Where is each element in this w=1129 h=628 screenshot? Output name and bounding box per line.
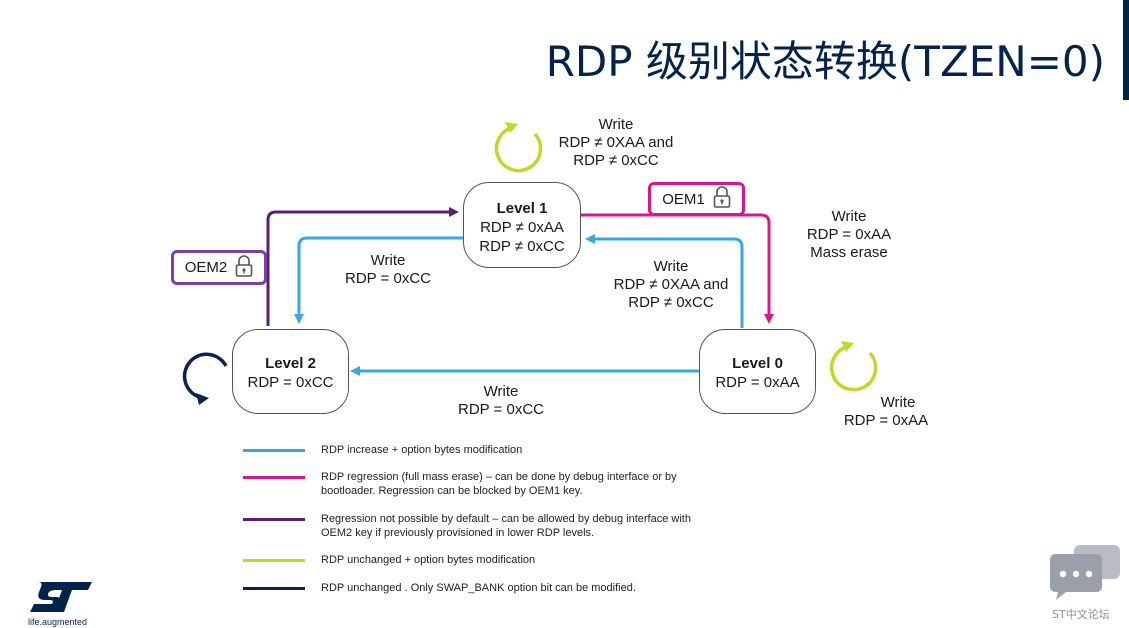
legend-item-oem2-regression: Regression not possible by default – can… [243, 512, 721, 540]
arrow-l0-to-l1 [585, 234, 744, 328]
state-level0: Level 0 RDP = 0xAA [699, 329, 816, 414]
label-l1-to-l0: Write RDP = 0xAA Mass erase [795, 208, 903, 262]
legend-line [243, 559, 305, 562]
label-line: RDP ≠ 0XAA and [558, 134, 674, 151]
lock-icon [713, 186, 731, 212]
legend-item-unchanged-light: RDP unchanged + option bytes modificatio… [243, 553, 741, 567]
label-line: Write [880, 394, 916, 411]
oem1-badge: OEM1 [648, 182, 745, 216]
legend-item-increase: RDP increase + option bytes modification [243, 443, 741, 457]
forum-label: ST中文论坛 [1052, 608, 1110, 621]
state-level0-name: Level 0 [732, 355, 783, 372]
label-line: Write [483, 383, 519, 400]
legend-line [243, 587, 305, 590]
state-level2-name: Level 2 [265, 355, 316, 372]
label-line: Write [653, 258, 689, 275]
legend-line [243, 449, 305, 452]
legend-item-regression: RDP regression (full mass erase) – can b… [243, 470, 701, 498]
label-line: RDP = 0xAA [806, 226, 892, 243]
loop-level0 [829, 341, 878, 392]
label-line: RDP = 0xCC [344, 270, 431, 287]
arrow-l1-to-l2 [294, 236, 463, 324]
state-level0-line1: RDP = 0xAA [715, 374, 800, 391]
oem1-label: OEM1 [662, 190, 705, 208]
label-line: Write [598, 116, 634, 133]
label-line: RDP ≠ 0XAA and [613, 276, 729, 293]
label-l1-self: Write RDP ≠ 0XAA and RDP ≠ 0xCC [548, 116, 684, 170]
legend-line [243, 518, 305, 521]
lock-icon [235, 254, 253, 281]
page-title: RDP 级别状态转换(TZEN=0) [545, 37, 1105, 86]
legend-line [243, 476, 305, 479]
label-l0-to-l2: Write RDP = 0xCC [447, 383, 555, 419]
label-line: Write [831, 208, 867, 225]
arrow-l2-to-l1-oem2 [266, 207, 459, 326]
legend-item-unchanged-dark: RDP unchanged . Only SWAP_BANK option bi… [243, 581, 741, 595]
legend-text: RDP unchanged . Only SWAP_BANK option bi… [321, 582, 636, 594]
label-line: RDP = 0xCC [457, 401, 544, 418]
label-line: RDP = 0xAA [843, 412, 929, 429]
label-line: Mass erase [810, 244, 888, 261]
loop-level1 [494, 122, 543, 173]
accent-bar [1123, 0, 1129, 100]
label-line: RDP ≠ 0xCC [628, 294, 714, 311]
state-level2: Level 2 RDP = 0xCC [232, 329, 349, 414]
legend-text: Regression not possible by default – can… [321, 513, 691, 539]
state-level1-line2: RDP ≠ 0xCC [479, 238, 565, 255]
label-l0-to-l1: Write RDP ≠ 0XAA and RDP ≠ 0xCC [602, 258, 740, 312]
loop-level2 [182, 352, 228, 405]
arrow-l1-to-l0 [581, 213, 774, 324]
state-level1-name: Level 1 [496, 200, 548, 217]
oem2-badge: OEM2 [171, 250, 267, 285]
logo-tagline: life.augmented [28, 617, 88, 627]
label-l1-to-l2: Write RDP = 0xCC [334, 252, 442, 288]
label-l0-self: Write RDP = 0xAA [832, 394, 940, 430]
label-line: Write [370, 252, 406, 269]
legend-text: RDP unchanged + option bytes modificatio… [321, 554, 536, 566]
st-logo [28, 580, 94, 619]
chat-bubbles-icon [1048, 542, 1124, 609]
legend-text: RDP regression (full mass erase) – can b… [321, 471, 677, 497]
label-line: RDP ≠ 0xCC [573, 152, 659, 169]
oem2-label: OEM2 [184, 259, 228, 276]
legend-text: RDP increase + option bytes modification [321, 444, 523, 456]
state-level1-line1: RDP ≠ 0xAA [480, 219, 564, 236]
state-level2-line1: RDP = 0xCC [247, 374, 334, 391]
state-level1: Level 1 RDP ≠ 0xAA RDP ≠ 0xCC [463, 182, 581, 268]
